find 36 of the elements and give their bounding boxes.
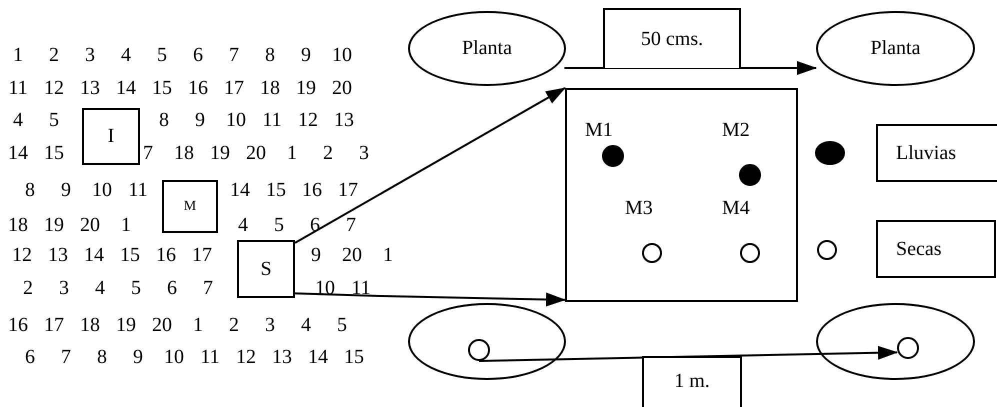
plant-ellipse: Planta <box>408 11 566 86</box>
label-box: I <box>82 108 140 165</box>
number-row-text: 2 3 4 5 6 7 <box>22 276 214 300</box>
number-row-text: 9 20 1 <box>310 243 394 267</box>
label-box: 1 m. <box>642 356 742 407</box>
number-row-text: 12 13 14 15 16 17 <box>11 243 213 267</box>
number-row-text: 8 9 10 11 12 13 <box>158 108 355 132</box>
plant-ellipse: Planta <box>816 11 975 86</box>
arrow <box>564 61 817 75</box>
number-row-text: 4 5 <box>12 108 60 132</box>
plant-ellipse <box>816 303 975 380</box>
plant-circle <box>468 339 490 361</box>
plot-square <box>565 88 798 302</box>
label-box: 50 cms. <box>603 8 741 68</box>
label-box: S <box>237 240 295 298</box>
sample-label: M2 <box>722 118 750 142</box>
plant-circle <box>897 337 919 359</box>
number-row-text: 11 12 13 14 15 16 17 18 19 20 <box>7 76 353 100</box>
number-row-text: 1 2 3 4 5 6 7 8 9 10 <box>12 43 353 67</box>
sample-label: M3 <box>625 196 653 220</box>
arrow <box>294 87 566 244</box>
plant-ellipse <box>408 303 566 380</box>
number-row-text: 14 15 16 17 <box>229 178 359 202</box>
number-row-text: 14 15 <box>7 141 65 165</box>
legend-label: Secas <box>876 220 996 278</box>
number-row-text: 6 7 8 9 10 11 12 13 14 15 <box>24 345 365 369</box>
arrow <box>294 292 566 306</box>
number-row-text: 7 18 19 20 1 2 3 <box>142 141 370 165</box>
sample-label: M4 <box>722 196 750 220</box>
legend-label: Lluvias <box>876 124 997 182</box>
sample-label: M1 <box>585 118 613 142</box>
number-row-text: 8 9 10 11 <box>24 178 149 202</box>
number-row-text: 16 17 18 19 20 1 2 3 4 5 <box>7 313 348 337</box>
number-row-text: 18 19 20 1 <box>7 213 132 237</box>
label-box: M <box>162 180 218 233</box>
arrow <box>478 346 898 362</box>
